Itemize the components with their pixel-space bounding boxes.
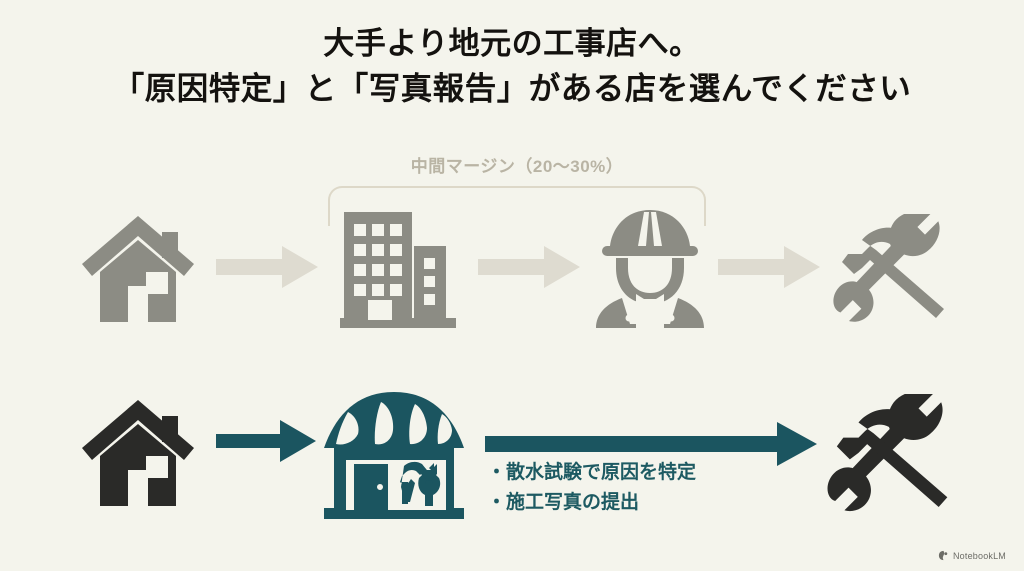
benefit-bullet-1: ・散水試験で原因を特定 <box>487 462 697 483</box>
notebooklm-watermark: NotebookLM <box>938 550 1006 561</box>
flow-row-bottom <box>0 382 1024 527</box>
margin-label: 中間マージン（20〜30%） <box>410 157 624 176</box>
local-shop-icon <box>318 390 470 522</box>
top-house-icon <box>78 214 198 326</box>
top-arrow-icon-3 <box>718 246 820 288</box>
long-arrow-right-icon <box>485 422 817 466</box>
bottom-house-icon <box>78 398 198 510</box>
title-line-1: 大手より地元の工事店へ。 <box>323 26 701 61</box>
top-arrow-icon-1 <box>216 246 318 288</box>
top-office-building-icon <box>340 210 456 328</box>
benefit-bullet-2: ・施工写真の提出 <box>487 492 640 513</box>
margin-bracket <box>328 186 706 226</box>
top-construction-worker-icon <box>592 206 708 328</box>
benefit-bullets: ・散水試験で原因を特定 ・施工写真の提出 <box>487 458 696 518</box>
flow-row-top <box>0 196 1024 336</box>
notebooklm-icon <box>938 550 949 561</box>
notebooklm-label: NotebookLM <box>952 550 1006 561</box>
page-title: 大手より地元の工事店へ。 「原因特定」と「写真報告」がある店を選んでください <box>0 22 1024 110</box>
top-arrow-icon-2 <box>478 246 580 288</box>
title-line-2: 「原因特定」と「写真報告」がある店を選んでください <box>112 70 912 106</box>
bottom-arrow-icon <box>216 420 316 462</box>
bottom-hammer-wrench-icon <box>826 394 956 516</box>
top-hammer-wrench-icon <box>832 214 952 326</box>
